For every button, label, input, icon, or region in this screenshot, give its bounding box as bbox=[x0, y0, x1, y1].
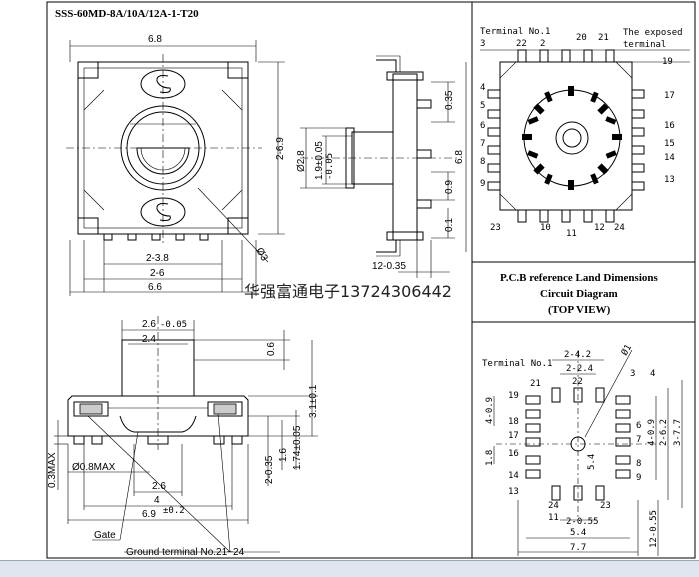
front-dim-b1: 2-3.8 bbox=[146, 253, 169, 264]
br-pin-16: 16 bbox=[508, 449, 519, 459]
tr-pin-10: 10 bbox=[540, 223, 551, 233]
br-terminal1: Terminal No.1 bbox=[482, 359, 552, 369]
prof-d3: 0.6 bbox=[266, 342, 277, 356]
prof-d6: Ø0.8MAX bbox=[72, 462, 116, 473]
terminal-view: Terminal No.1 The exposed terminal 3 22 … bbox=[480, 27, 690, 239]
tr-pin-14: 14 bbox=[664, 153, 675, 163]
br-pin-24: 24 bbox=[548, 501, 559, 511]
br-pin-3: 3 bbox=[630, 369, 635, 379]
prof-d1: 2.6 bbox=[142, 319, 156, 330]
tr-pin-7: 7 bbox=[480, 139, 485, 149]
prof-d8: 1.6 bbox=[278, 448, 289, 462]
br-pin-17: 17 bbox=[508, 431, 519, 441]
watermark: 华强富通电子13724306442 bbox=[244, 282, 452, 301]
br-pin-22: 22 bbox=[572, 377, 583, 387]
tr-pin-9: 9 bbox=[480, 179, 485, 189]
br-pin-14: 14 bbox=[508, 471, 519, 481]
br-pin-6: 6 bbox=[636, 421, 641, 431]
br-pin-23: 23 bbox=[600, 501, 611, 511]
ground-label: Ground terminal No.21~24 bbox=[126, 547, 245, 558]
tr-pin-20: 20 bbox=[576, 33, 587, 43]
tr-pin-13: 13 bbox=[664, 175, 675, 185]
side-d7: 12-0.35 bbox=[372, 261, 406, 272]
land-pattern: Terminal No.1 2-4.2 2-2.4 Ø1 21 22 3 4 1… bbox=[482, 343, 683, 556]
br-pin-21: 21 bbox=[530, 379, 541, 389]
drawing-frame bbox=[46, 1, 696, 559]
pcb-title-2: Circuit Diagram bbox=[540, 288, 618, 300]
prof-d2: 2.4 bbox=[142, 334, 156, 345]
br-pin-18: 18 bbox=[508, 417, 519, 427]
br-d11: 3-7.7 bbox=[673, 419, 683, 446]
br-d10: 2-6.2 bbox=[659, 419, 669, 446]
tr-pin-6: 6 bbox=[480, 121, 485, 131]
side-d3: 1.9±0.05 bbox=[314, 141, 325, 180]
taskbar bbox=[0, 560, 699, 577]
br-d4: 1.8 bbox=[485, 450, 495, 466]
tr-pin-19: 19 bbox=[662, 57, 673, 67]
side-tol: -0.05 bbox=[325, 153, 335, 180]
prof-d12: 6.9 bbox=[142, 509, 156, 520]
side-d1: 0.35 bbox=[444, 90, 455, 110]
br-pin-13: 13 bbox=[508, 487, 519, 497]
prof-t2: ±0.2 bbox=[163, 506, 185, 516]
tr-pin-3: 3 bbox=[480, 39, 485, 49]
br-phi: Ø1 bbox=[619, 343, 634, 358]
prof-d4: 3.1±0.1 bbox=[308, 384, 319, 418]
front-dim-top: 6.8 bbox=[148, 34, 162, 45]
tr-exposed1: The exposed bbox=[623, 28, 683, 38]
tr-pin-21: 21 bbox=[598, 33, 609, 43]
br-d8: 7.7 bbox=[570, 543, 586, 553]
prof-d9: 1.74±0.05 bbox=[292, 425, 303, 470]
prof-t1: -0.05 bbox=[160, 320, 187, 330]
prof-d7: 2-0.35 bbox=[264, 455, 275, 484]
br-d9: 4-0.9 bbox=[647, 419, 657, 446]
tr-pin-11: 11 bbox=[566, 229, 577, 239]
side-d6: 0.1 bbox=[444, 218, 455, 232]
br-pin-19: 19 bbox=[508, 391, 519, 401]
br-d6: 2-0.55 bbox=[566, 517, 599, 527]
prof-d5: 0.3MAX bbox=[47, 452, 58, 488]
br-pin-4: 4 bbox=[650, 369, 655, 379]
tr-pin-5: 5 bbox=[480, 101, 485, 111]
gate-label: Gate bbox=[94, 530, 116, 541]
tr-pin-2: 2 bbox=[540, 39, 545, 49]
tr-pin-12: 12 bbox=[594, 223, 605, 233]
front-dim-b3: 6.6 bbox=[148, 282, 162, 293]
front-view: 6.8 2-6.9 2-3.8 2-6 6.6 Ø3 bbox=[66, 34, 286, 296]
tr-pin-17: 17 bbox=[664, 91, 675, 101]
prof-d10: 2.6 bbox=[152, 481, 166, 492]
tr-pin-8: 8 bbox=[480, 157, 485, 167]
br-pin-8: 8 bbox=[636, 459, 641, 469]
profile-view: 2.6 -0.05 2.4 0.6 3.1±0.1 2-0.35 1.6 1.7… bbox=[47, 316, 319, 558]
br-d7: 5.4 bbox=[570, 528, 586, 538]
tr-pin-4: 4 bbox=[480, 83, 485, 93]
side-view: 0.35 6.8 0.9 0.1 Ø2.8 1.9±0.05 -0.05 12-… bbox=[296, 55, 467, 278]
br-pin-7: 7 bbox=[636, 435, 641, 445]
br-d12: 12-0.55 bbox=[649, 510, 659, 548]
pcb-title-1: P.C.B reference Land Dimensions bbox=[500, 272, 658, 284]
tr-pin-15: 15 bbox=[664, 139, 675, 149]
br-pin-9: 9 bbox=[636, 473, 641, 483]
tr-terminal1: Terminal No.1 bbox=[480, 27, 550, 37]
side-d5: 0.9 bbox=[444, 180, 455, 194]
front-dim-right: 2-6.9 bbox=[275, 137, 286, 160]
br-d1: 2-4.2 bbox=[564, 350, 591, 360]
pcb-title-3: (TOP VIEW) bbox=[548, 304, 611, 316]
tr-exposed2: terminal bbox=[623, 40, 666, 50]
br-d2: 2-2.4 bbox=[566, 364, 593, 374]
br-d3: 4-0.9 bbox=[485, 397, 495, 424]
tr-pin-22: 22 bbox=[516, 39, 527, 49]
tr-pin-16: 16 bbox=[664, 121, 675, 131]
front-dim-b2: 2-6 bbox=[150, 268, 165, 279]
side-d4: 6.8 bbox=[454, 150, 465, 164]
prof-d11: 4 bbox=[154, 495, 160, 506]
tr-pin-24: 24 bbox=[614, 223, 625, 233]
tr-pin-23: 23 bbox=[490, 223, 501, 233]
part-title: SSS-60MD-8A/10A/12A-1-T20 bbox=[55, 8, 199, 20]
br-pin-11: 11 bbox=[548, 513, 559, 523]
side-d2: Ø2.8 bbox=[296, 150, 307, 172]
br-d5: 5.4 bbox=[587, 454, 597, 470]
